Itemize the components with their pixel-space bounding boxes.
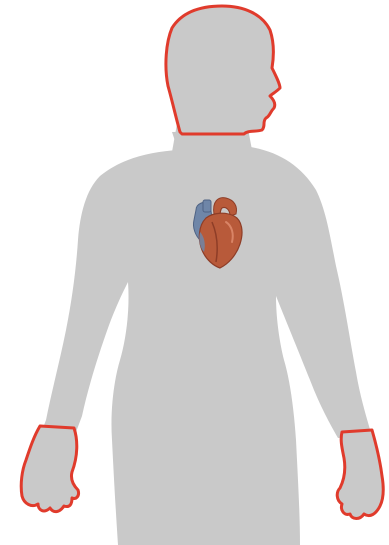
- left-hand-outline: [21, 426, 78, 512]
- heart-aorta-stub: [203, 200, 211, 212]
- torso-silhouette: [40, 130, 372, 545]
- right-hand-outline: [337, 430, 383, 519]
- head-outline: [166, 6, 280, 134]
